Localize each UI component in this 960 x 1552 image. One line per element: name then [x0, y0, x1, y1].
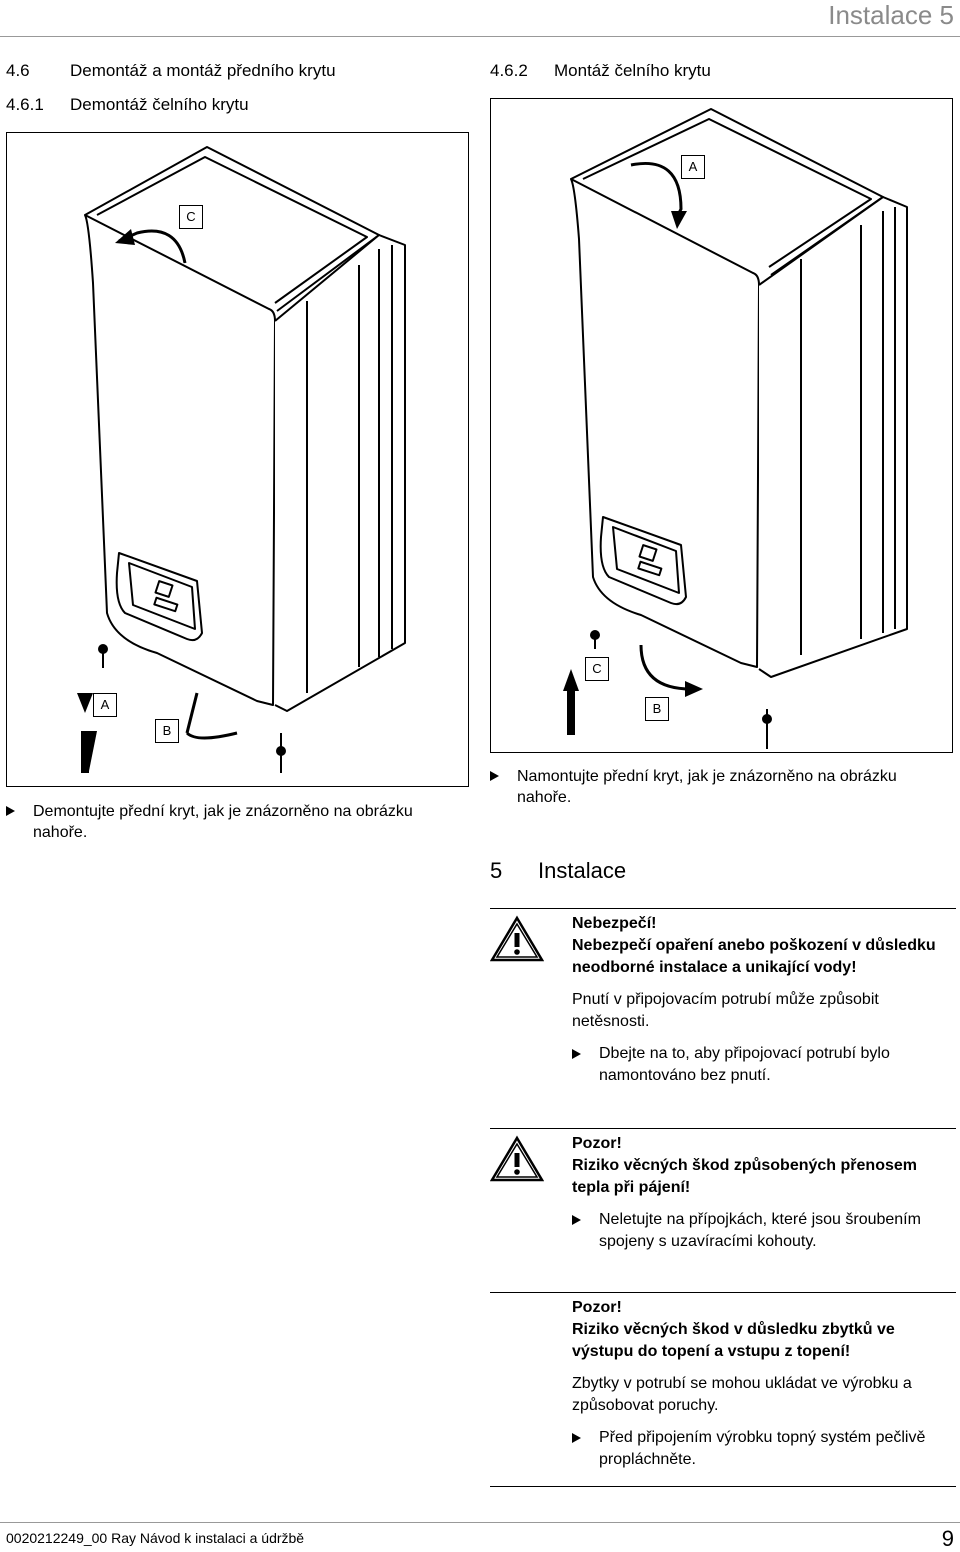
chapter-heading: 5 Instalace — [490, 858, 626, 884]
danger-warning-icon — [490, 915, 544, 962]
figure-mount-cover: A C B — [490, 98, 953, 753]
label-a: A — [681, 155, 705, 179]
page-number: 9 — [941, 1526, 954, 1551]
section-title: Demontáž a montáž předního krytu — [70, 61, 336, 80]
warning-headline: Riziko věcných škod způsobených přenosem… — [572, 1157, 917, 1196]
header-rule — [0, 36, 960, 37]
figure-remove-cover: C A B — [6, 132, 469, 787]
instruction-text: Demontujte přední kryt, jak je znázorněn… — [33, 803, 413, 841]
bullet-arrow-icon — [572, 1215, 581, 1225]
label-c: C — [179, 205, 203, 229]
chapter-title: Instalace — [538, 858, 627, 883]
warning-action: Neletujte na přípojkách, které jsou šrou… — [572, 1209, 956, 1253]
subsection-number: 4.6.1 — [6, 95, 44, 114]
chapter-header: Instalace 5 — [828, 0, 954, 30]
label-b: B — [155, 719, 179, 743]
label-b: B — [645, 697, 669, 721]
warning-end-rule — [490, 1486, 956, 1487]
bullet-arrow-icon — [572, 1049, 581, 1059]
warning-action: Dbejte na to, aby připojovací potrubí by… — [572, 1043, 956, 1087]
warning-title: Nebezpečí! — [572, 915, 657, 932]
warning-headline: Nebezpečí opaření anebo poškození v důsl… — [572, 937, 936, 976]
warning-caution-residues: Pozor! Riziko věcných škod v důsledku zb… — [490, 1292, 956, 1483]
boiler-illustration — [563, 108, 908, 749]
warning-title: Pozor! — [572, 1299, 622, 1316]
warning-text: Zbytky v potrubí se mohou ukládat ve výr… — [572, 1375, 912, 1414]
bullet-arrow-icon — [572, 1433, 581, 1443]
subsection-number: 4.6.2 — [490, 61, 528, 80]
footer-rule — [0, 1522, 960, 1523]
warning-action-text: Neletujte na přípojkách, které jsou šrou… — [599, 1211, 921, 1250]
caution-warning-icon — [490, 1135, 544, 1182]
instruction-mount: Namontujte přední kryt, jak je znázorněn… — [490, 766, 950, 808]
chapter-number: 5 — [490, 858, 503, 883]
subsection-heading-left: 4.6.1 Demontáž čelního krytu — [6, 94, 249, 116]
warning-danger: Nebezpečí! Nebezpečí opaření anebo poško… — [490, 908, 956, 1099]
instruction-remove: Demontujte přední kryt, jak je znázorněn… — [6, 801, 466, 843]
subsection-title: Montáž čelního krytu — [554, 61, 711, 80]
subsection-heading-right: 4.6.2 Montáž čelního krytu — [490, 60, 711, 82]
warning-title: Pozor! — [572, 1135, 622, 1152]
section-number: 4.6 — [6, 61, 30, 80]
bullet-arrow-icon — [490, 771, 499, 781]
warning-action-text: Dbejte na to, aby připojovací potrubí by… — [599, 1045, 890, 1084]
warning-caution-soldering: Pozor! Riziko věcných škod způsobených p… — [490, 1128, 956, 1259]
label-c: C — [585, 657, 609, 681]
warning-action: Před připojením výrobku topný systém peč… — [572, 1427, 956, 1471]
warning-headline: Riziko věcných škod v důsledku zbytků ve… — [572, 1321, 895, 1360]
instruction-text: Namontujte přední kryt, jak je znázorněn… — [517, 768, 897, 806]
footer-document: 0020212249_00 Ray Návod k instalaci a úd… — [6, 1530, 305, 1546]
warning-text: Pnutí v připojovacím potrubí může způsob… — [572, 991, 879, 1030]
bullet-arrow-icon — [6, 806, 15, 816]
section-heading: 4.6 Demontáž a montáž předního krytu — [6, 60, 336, 82]
boiler-illustration — [77, 146, 406, 773]
subsection-title: Demontáž čelního krytu — [70, 95, 249, 114]
label-a: A — [93, 693, 117, 717]
warning-action-text: Před připojením výrobku topný systém peč… — [599, 1429, 926, 1468]
